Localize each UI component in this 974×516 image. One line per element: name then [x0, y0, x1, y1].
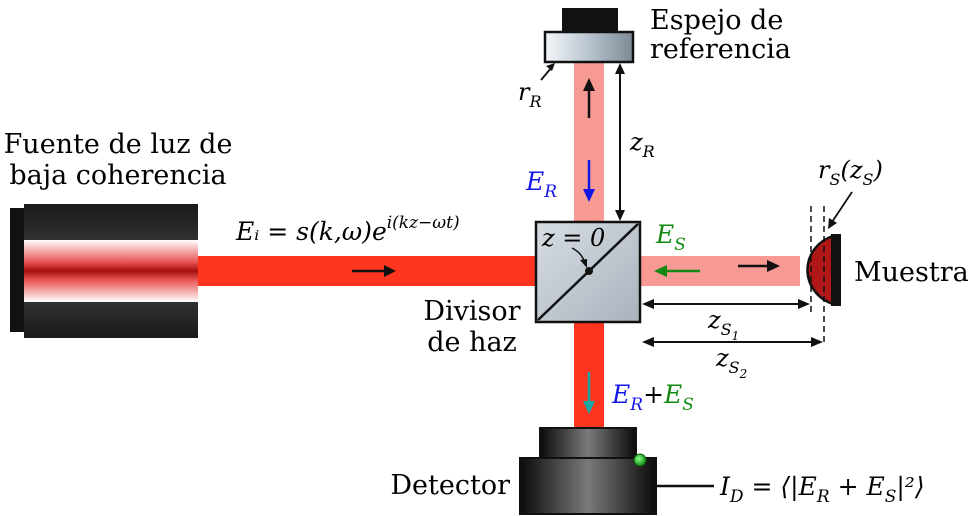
incident-field-equation: Eᵢ = s(k,ω)ei(kz−ωt) [235, 213, 460, 246]
sample-label: Muestra [854, 257, 969, 288]
incident-arrow [352, 265, 396, 277]
splitter-label-line1: Divisor [423, 296, 520, 327]
reflected-reference-arrow [583, 78, 595, 118]
sample-distance-1-label: zS1 [707, 306, 739, 343]
detector-intensity-equation: ID = ⟨|ER + ES|²⟩ [719, 472, 925, 507]
sample-distance-2-arrow [642, 337, 823, 347]
sample-reflectivity-pointer [828, 191, 853, 229]
combined-field-label: ER+ES [611, 380, 694, 415]
sample-distance-2-label: zS2 [715, 344, 747, 381]
z-origin-label: z = 0 [541, 224, 605, 252]
sample-field-label: ES [655, 220, 686, 255]
reference-label-line1: Espejo de [650, 5, 783, 36]
detector [519, 427, 657, 515]
reference-reflectivity-pointer [540, 63, 555, 81]
reference-reflectivity-label: rR [518, 78, 542, 111]
sample [806, 234, 841, 306]
reference-mirror [543, 8, 635, 64]
source-label-line1: Fuente de luz de [4, 129, 233, 160]
detector-label: Detector [390, 470, 510, 501]
combined-field-arrow [583, 372, 595, 414]
source-label-line2: baja coherencia [9, 160, 226, 191]
light-source [10, 204, 198, 338]
reference-field-label: ER [525, 167, 557, 202]
splitter-label-line2: de haz [427, 327, 517, 358]
reference-distance-label: zR [629, 128, 655, 161]
sample-reflectivity-label: rS(zS) [818, 156, 883, 189]
beam-splitter [534, 220, 642, 324]
sample-distance-1-arrow [642, 299, 810, 309]
reference-label-line2: referencia [650, 34, 791, 65]
detector-led [633, 453, 647, 467]
reference-distance-arrow [615, 63, 625, 221]
sample-incident-arrow [738, 260, 780, 272]
reference-field-arrow [583, 160, 595, 202]
sample-field-arrow [654, 265, 700, 277]
